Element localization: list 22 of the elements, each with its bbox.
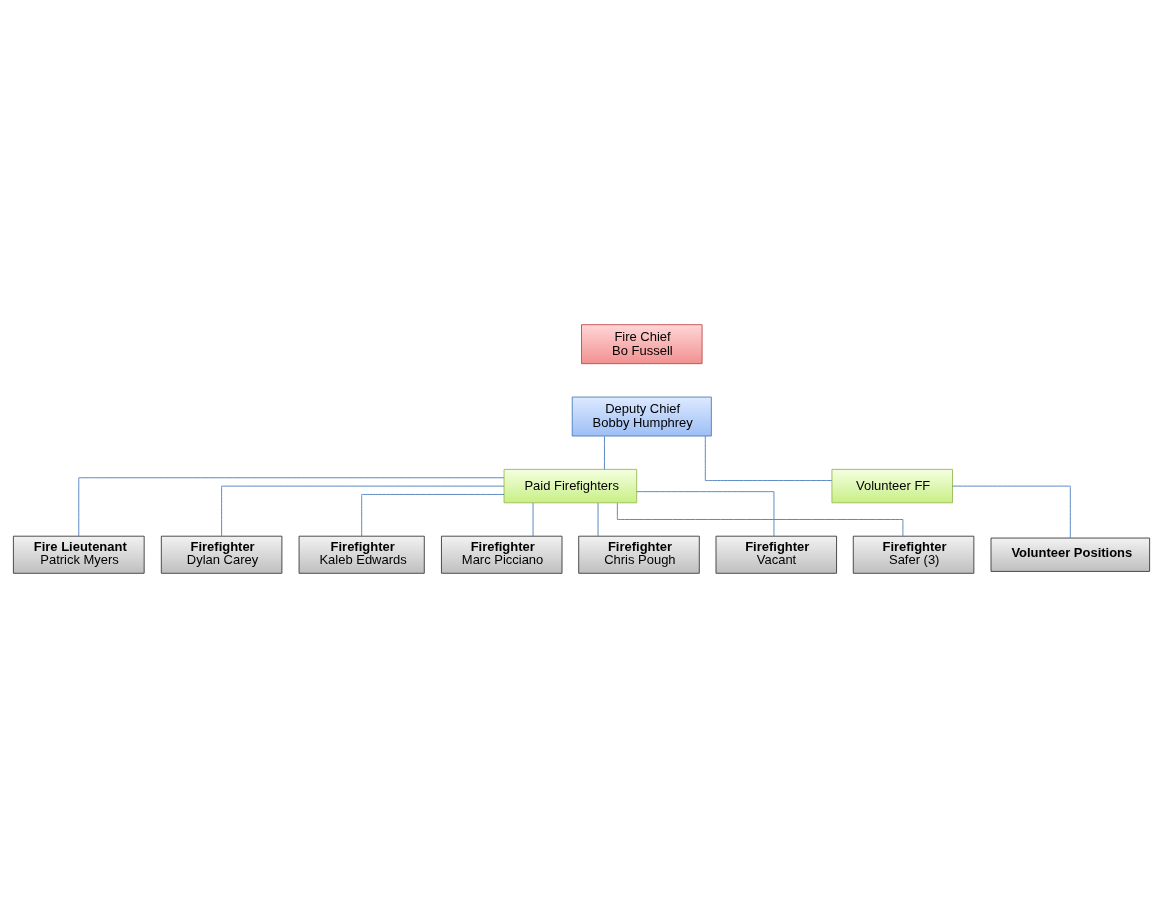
node-box: Fire Chief Bo Fussell: [581, 323, 703, 364]
connector: [952, 485, 1071, 538]
connector: [597, 502, 599, 536]
node-box: Volunteer Positions: [990, 537, 1151, 572]
node-box: Firefighter Chris Pough: [578, 535, 700, 574]
connector: [616, 502, 904, 536]
connector: [361, 493, 505, 536]
connector: [221, 485, 505, 536]
connector: [604, 435, 605, 470]
node-box: Firefighter Marc Picciano: [440, 535, 563, 574]
node-box: Fire Lieutenant Patrick Myers: [12, 535, 145, 574]
node-box: Firefighter Kaleb Edwards: [298, 535, 425, 574]
node-box: Firefighter Vacant: [715, 535, 838, 574]
node-box: Deputy Chief Bobby Humphrey: [571, 396, 712, 436]
connector: [704, 435, 833, 481]
connector: [636, 490, 775, 537]
node-box: Volunteer FF: [831, 468, 953, 503]
connector: [532, 502, 534, 536]
connector: [78, 476, 505, 537]
node-box: Paid Firefighters: [503, 468, 638, 503]
node-box: Firefighter Safer (3): [852, 535, 975, 574]
node-box: Firefighter Dylan Carey: [160, 535, 283, 574]
